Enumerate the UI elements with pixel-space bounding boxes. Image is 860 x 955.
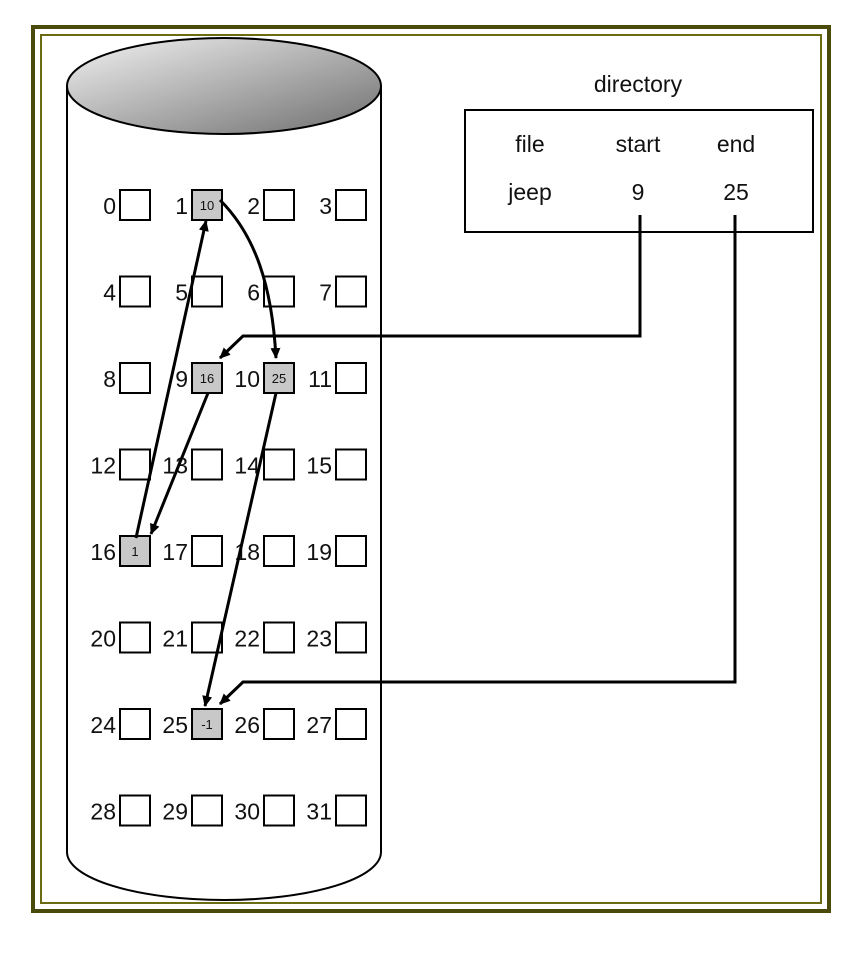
free-block — [335, 621, 367, 654]
block-number-label: 16 — [90, 539, 116, 565]
free-block — [335, 448, 367, 481]
block-number-label: 0 — [103, 193, 116, 219]
directory-box — [464, 109, 814, 233]
arrow-1-to-10 — [218, 198, 281, 359]
free-block — [119, 448, 151, 481]
arrow-9-to-16 — [149, 392, 210, 535]
chain-arrows — [134, 198, 281, 707]
free-block — [263, 448, 295, 481]
block-number-label: 8 — [103, 366, 116, 392]
block-number-label: 23 — [306, 626, 332, 652]
arrow-10-to-25 — [202, 392, 278, 707]
block-number-label: 14 — [234, 453, 260, 479]
block-number-label: 6 — [247, 280, 260, 306]
used-block — [191, 189, 223, 221]
free-block — [335, 535, 367, 567]
header-file: file — [515, 131, 544, 157]
block-number-label: 1 — [175, 193, 188, 219]
free-block — [119, 708, 151, 740]
block-number-label: 27 — [306, 712, 332, 738]
disk-top — [66, 37, 382, 135]
block-number-label: 29 — [162, 799, 188, 825]
block-pointer-value: 10 — [200, 198, 214, 213]
free-block — [191, 448, 223, 481]
free-block — [263, 189, 295, 221]
free-block — [119, 362, 151, 394]
free-block — [263, 621, 295, 654]
free-block — [263, 708, 295, 740]
start-pointer-line — [218, 215, 642, 360]
header-end: end — [717, 131, 755, 157]
row-start: 9 — [632, 179, 645, 205]
directory-pointers — [218, 215, 737, 706]
arrow-16-to-1 — [134, 220, 209, 539]
block-number-label: 10 — [234, 366, 260, 392]
used-block — [191, 708, 223, 740]
free-block — [119, 621, 151, 654]
used-block — [119, 535, 151, 567]
block-number-label: 20 — [90, 626, 116, 652]
frame-inner — [40, 34, 822, 904]
used-block — [191, 362, 223, 394]
free-block — [119, 794, 151, 827]
free-block — [335, 708, 367, 740]
free-block — [335, 362, 367, 394]
free-block — [263, 535, 295, 567]
block-number-label: 4 — [103, 280, 116, 306]
free-block — [335, 189, 367, 221]
block-number-label: 9 — [175, 366, 188, 392]
free-block — [191, 535, 223, 567]
free-block — [191, 275, 223, 308]
block-number-label: 24 — [90, 712, 116, 738]
row-end: 25 — [723, 179, 749, 205]
block-number-label: 7 — [319, 280, 332, 306]
block-number-label: 5 — [175, 280, 188, 306]
block-number-label: 12 — [90, 453, 116, 479]
free-block — [335, 275, 367, 308]
directory-title: directory — [594, 71, 683, 97]
block-number-label: 22 — [234, 626, 260, 652]
free-block — [263, 794, 295, 827]
block-number-label: 28 — [90, 799, 116, 825]
block-pointer-value: 25 — [272, 371, 286, 386]
directory-panel: directory file start end jeep 9 25 — [464, 71, 814, 233]
block-number-label: 26 — [234, 712, 260, 738]
block-number-label: 21 — [162, 626, 188, 652]
free-block — [119, 189, 151, 221]
free-block — [191, 794, 223, 827]
header-start: start — [616, 131, 661, 157]
free-block — [335, 794, 367, 827]
block-number-label: 3 — [319, 193, 332, 219]
block-number-label: 19 — [306, 539, 332, 565]
block-pointer-value: -1 — [201, 717, 213, 732]
block-pointer-value: 16 — [200, 371, 214, 386]
row-file: jeep — [507, 179, 551, 205]
frame-outer — [31, 25, 831, 913]
block-pointer-value: 1 — [131, 544, 138, 559]
block-number-label: 2 — [247, 193, 260, 219]
used-block — [263, 362, 295, 394]
block-number-label: 11 — [308, 366, 332, 392]
block-number-label: 30 — [234, 799, 260, 825]
block-number-label: 31 — [306, 799, 332, 825]
block-number-label: 17 — [162, 539, 188, 565]
block-number-label: 25 — [162, 712, 188, 738]
free-block — [119, 275, 151, 308]
block-number-label: 15 — [306, 453, 332, 479]
end-pointer-line — [218, 215, 737, 706]
